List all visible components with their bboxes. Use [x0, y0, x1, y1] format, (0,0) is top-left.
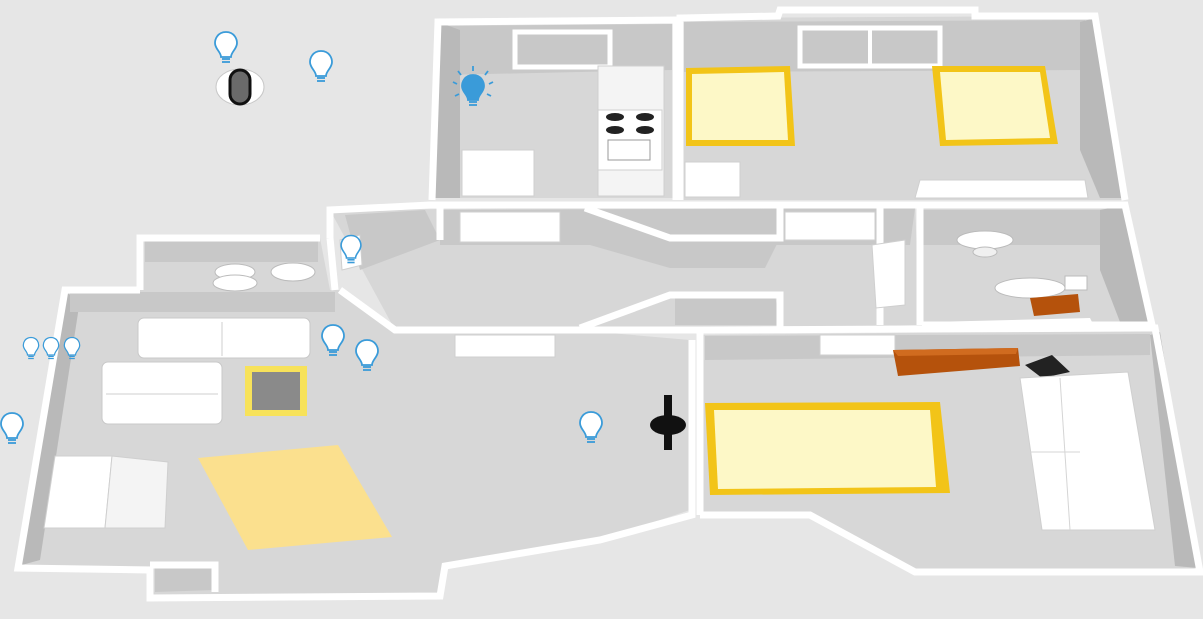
lightbulb-icon[interactable]: [63, 336, 81, 360]
bed: [705, 402, 950, 495]
bathroom-1: [928, 230, 1095, 330]
tv-icon: [650, 395, 686, 450]
bedroom-1: [686, 25, 1089, 199]
bench: [43, 455, 169, 529]
lightbulb-icon[interactable]: [22, 336, 40, 360]
lightbulb-icon[interactable]: [42, 336, 60, 360]
bathroom-2: [212, 262, 316, 292]
lightbulb-icon[interactable]: [0, 412, 24, 444]
coffee-table: [245, 366, 307, 416]
lightbulb-icon[interactable]: [579, 411, 603, 443]
toggle-switch-icon[interactable]: [215, 68, 265, 106]
lightbulb-icon[interactable]: [452, 66, 494, 106]
kitchen: [461, 29, 741, 198]
chair-icon: [1025, 355, 1070, 378]
lightbulb-icon[interactable]: [309, 50, 333, 82]
lightbulb-icon[interactable]: [355, 339, 379, 371]
hallway-doors: [339, 211, 906, 358]
lightbulb-icon[interactable]: [214, 31, 238, 63]
walls: [13, 6, 1203, 602]
bed: [686, 66, 795, 146]
living-room: [43, 317, 686, 550]
lightbulb-icon[interactable]: [340, 234, 362, 264]
stove: [597, 109, 663, 171]
wardrobe: [1019, 371, 1156, 531]
dresser: [893, 348, 1020, 376]
sofa: [101, 361, 223, 425]
lightbulb-icon[interactable]: [321, 324, 345, 356]
bed: [932, 66, 1058, 146]
lights: [0, 31, 603, 444]
bedroom-2: [705, 348, 1156, 531]
sofa: [137, 317, 311, 359]
rug: [198, 445, 392, 550]
